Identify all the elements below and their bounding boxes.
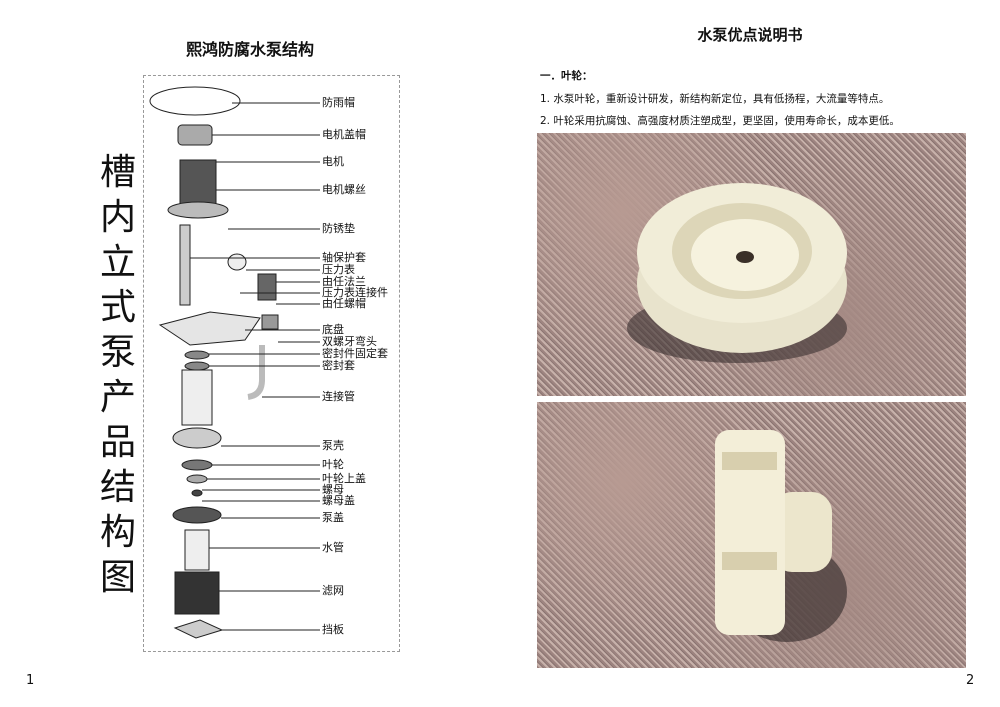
label-elbow: 双螺牙弯头 [322,335,377,348]
label-union-nut: 由任螺帽 [322,297,366,310]
pump-housing [172,427,222,449]
feature-item-2: 2. 叶轮采用抗腐蚀、高强度材质注塑成型，更坚固，使用寿命长，成本更低。 [540,115,900,127]
diagram-frame [143,75,400,652]
label-impeller-cover: 叶轮上盖 [322,472,366,485]
left-page-title: 熙鸿防腐水泵结构 [185,40,314,59]
vertical-title-char: 泵 [99,332,136,373]
impeller-photo-side [537,402,966,668]
label-nut-cap: 螺母盖 [322,494,355,507]
filter-mesh [174,571,220,615]
union [257,273,277,301]
vertical-title-char: 构 [99,512,136,553]
label-baffle: 挡板 [322,623,344,636]
vertical-title-char: 结 [99,467,136,508]
vertical-title-char: 槽 [99,152,136,193]
exploded-pump-diagram [149,86,320,639]
rain-cap [149,86,241,116]
label-pump-cover: 泵盖 [322,511,344,524]
label-gauge-connector: 压力表连接件 [322,286,388,299]
right-page-title: 水泵优点说明书 [697,26,803,44]
baffle [173,619,224,639]
pump-cover [172,506,222,524]
label-motor-cap: 电机盖帽 [322,128,366,141]
vertical-title-char: 式 [99,287,136,328]
page-number-left: 1 [26,673,35,688]
label-gauge: 压力表 [322,263,355,276]
impeller-photo-top [537,133,966,396]
vertical-title-char: 内 [99,197,136,238]
rust-pad [167,201,229,219]
label-filter: 滤网 [322,584,344,597]
water-pipe [184,529,210,571]
vertical-title-char: 立 [99,242,136,283]
shaft-sleeve [179,224,191,306]
vertical-title-char: 产 [99,377,136,418]
feature-item-1: 1. 水泵叶轮，重新设计研发，新结构新定位，具有低扬程，大流量等特点。 [540,93,890,105]
vertical-title-char: 图 [99,557,136,598]
pump-housing-pipe [181,369,213,426]
vertical-title-char: 品 [99,422,136,463]
label-shaft-sleeve: 轴保护套 [322,251,366,264]
label-rust-pad: 防锈垫 [322,222,355,235]
label-seal-holder: 密封件固定套 [322,347,388,360]
base-plate [158,311,261,346]
page-number-right: 2 [966,673,975,688]
gauge [227,253,247,271]
label-connect-pipe: 连接管 [322,390,355,403]
label-union-flange: 由任法兰 [322,275,366,288]
motor-cap [177,124,213,146]
label-water-pipe: 水管 [322,541,344,554]
label-rain-cap: 防雨帽 [322,96,355,109]
connect-pipe [247,345,265,400]
label-motor-screw: 电机螺丝 [322,183,366,196]
vertical-title: 槽 内 立 式 泵 产 品 结 构 图 [96,150,140,600]
leader-lines [190,102,320,631]
label-seal: 密封套 [322,359,355,372]
impeller [181,459,213,471]
section-heading: 一．叶轮： [540,70,593,82]
label-nut: 螺母 [322,483,344,496]
elbow [261,314,279,330]
label-pump-housing: 泵壳 [322,439,344,452]
label-base: 底盘 [322,323,344,336]
label-motor: 电机 [322,155,344,168]
label-impeller: 叶轮 [322,458,344,471]
